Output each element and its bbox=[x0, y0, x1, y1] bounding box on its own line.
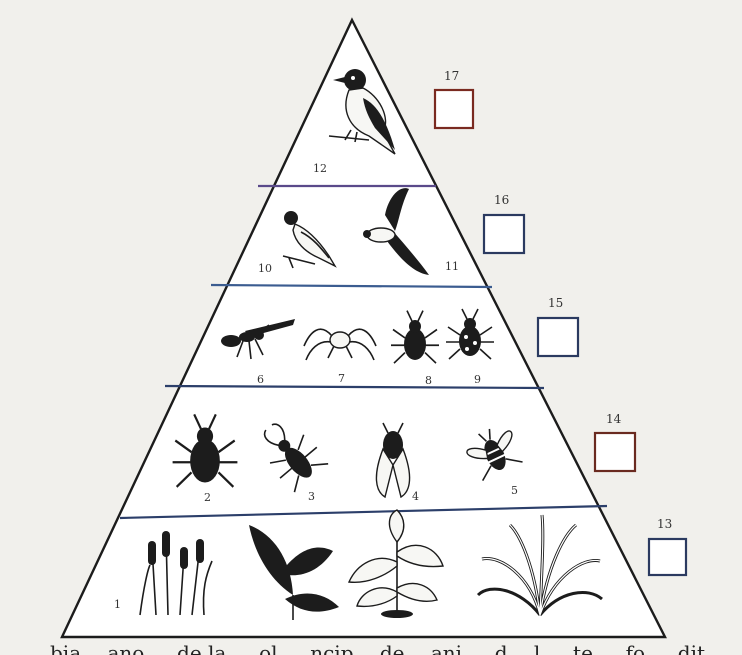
box-number-13: 13 bbox=[657, 517, 672, 531]
organism-number-11: 11 bbox=[445, 260, 459, 273]
caption-fragment: …bia… ano … de la … ol … ncip… de… ani …… bbox=[30, 641, 705, 655]
answer-box-16[interactable] bbox=[484, 215, 524, 253]
organism-number-2: 2 bbox=[204, 491, 211, 504]
answer-box-14[interactable] bbox=[595, 433, 635, 471]
box-number-15: 15 bbox=[548, 296, 563, 310]
organism-number-3: 3 bbox=[308, 490, 315, 503]
organism-number-4: 4 bbox=[412, 490, 419, 503]
organism-number-8: 8 bbox=[425, 374, 432, 387]
organism-number-9: 9 bbox=[474, 373, 481, 386]
organism-number-12: 12 bbox=[313, 162, 327, 175]
organism-number-1: 1 bbox=[114, 598, 121, 611]
answer-box-15[interactable] bbox=[538, 318, 578, 356]
organism-number-6: 6 bbox=[257, 373, 264, 386]
organism-number-10: 10 bbox=[258, 262, 272, 275]
box-number-14: 14 bbox=[606, 412, 622, 426]
answer-box-13[interactable] bbox=[649, 539, 686, 575]
box-number-17: 17 bbox=[444, 69, 459, 83]
organism-number-5: 5 bbox=[511, 484, 518, 497]
answer-box-17[interactable] bbox=[435, 90, 473, 128]
organism-number-7: 7 bbox=[338, 372, 345, 385]
box-number-16: 16 bbox=[494, 193, 509, 207]
